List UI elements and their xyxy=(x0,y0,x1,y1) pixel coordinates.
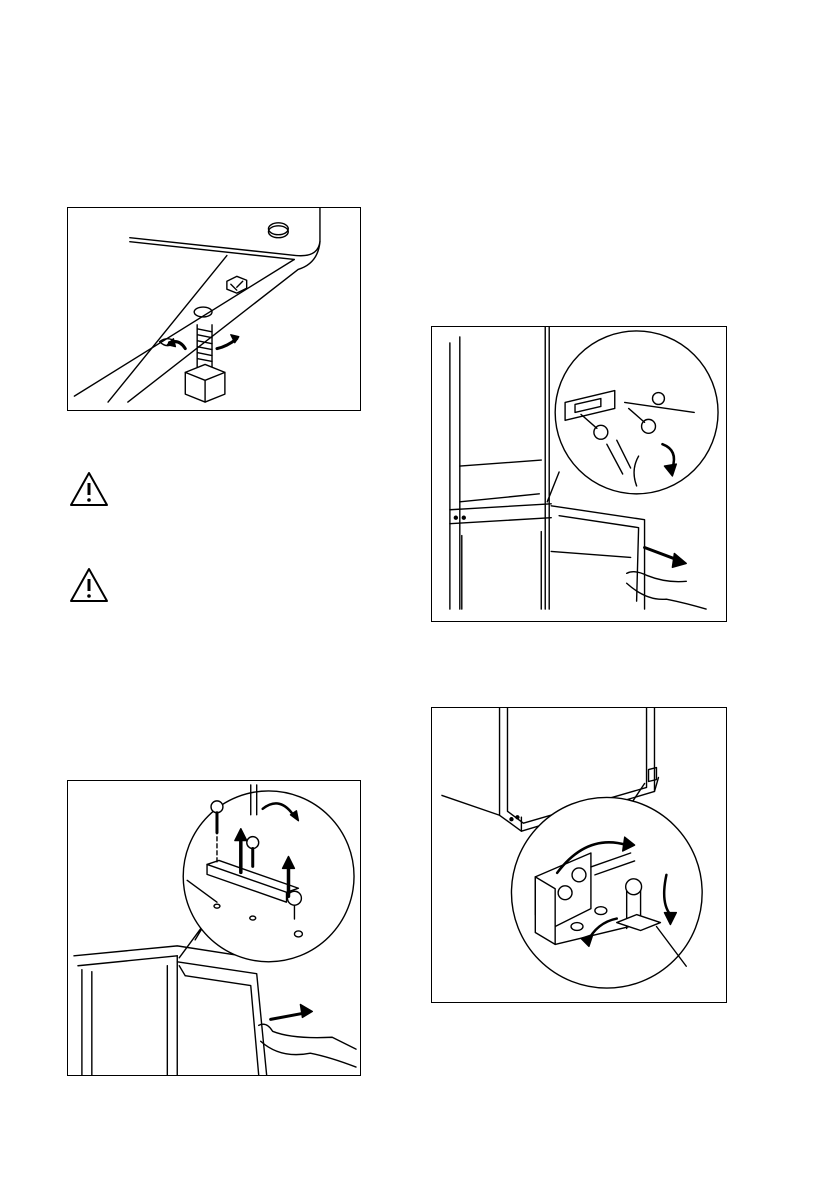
figure-adjustable-foot xyxy=(67,207,361,411)
warning-triangle-icon xyxy=(68,566,110,604)
figure-top-hinge xyxy=(67,780,361,1076)
figure-middle-hinge xyxy=(431,326,727,622)
warning-triangle-icon xyxy=(68,470,110,508)
figure-bottom-hinge xyxy=(431,707,727,1003)
